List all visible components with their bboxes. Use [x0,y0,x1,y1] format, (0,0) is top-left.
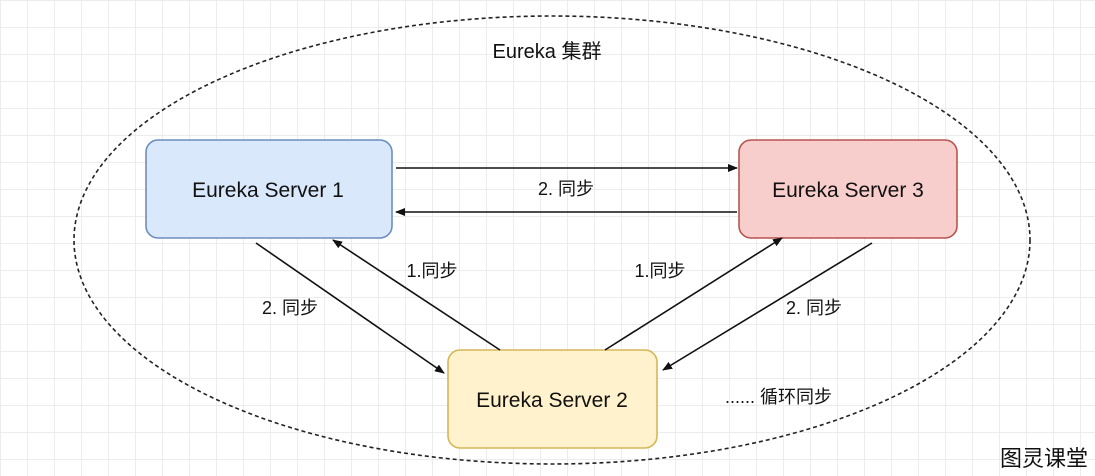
edge-label-server1-server2: 2. 同步 [262,298,318,318]
cluster-boundary [73,15,1031,465]
edge-server2-to-server3 [604,237,783,351]
edge-server3-to-server2 [662,242,873,371]
edge-label-server2-server1: 1.同步 [406,261,457,281]
edge-label-server3-server2: 2. 同步 [786,298,842,318]
node-label-server-2: Eureka Server 2 [476,389,628,412]
node-eureka-server-1: Eureka Server 1 [145,139,393,239]
edge-label-server2-server3: 1.同步 [634,261,685,281]
node-eureka-server-3: Eureka Server 3 [738,139,958,239]
node-box-server-1 [145,139,393,239]
watermark: 图灵课堂 [1000,446,1088,471]
loop-sync-note: ...... 循环同步 [725,387,832,407]
edge-server1-to-server2 [255,242,445,374]
node-box-server-3 [738,139,958,239]
edge-label-server1-server3: 2. 同步 [538,179,594,199]
cluster-title: Eureka 集群 [493,40,602,63]
node-eureka-server-2: Eureka Server 2 [447,349,658,449]
edge-server2-to-server1 [332,239,501,351]
node-label-server-1: Eureka Server 1 [192,179,344,202]
node-label-server-3: Eureka Server 3 [772,179,924,202]
node-box-server-2 [447,349,658,449]
